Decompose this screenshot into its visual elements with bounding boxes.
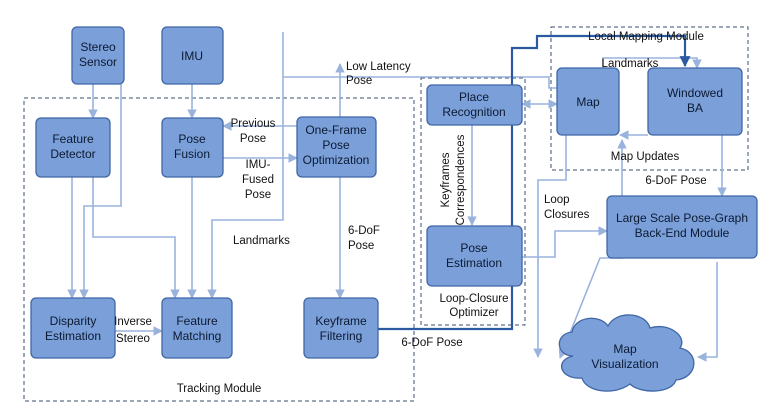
pose-fusion-label-line2: Fusion bbox=[174, 147, 210, 161]
imu-node[interactable]: IMU bbox=[161, 26, 224, 85]
imu-fused-pose-label-line3: Pose bbox=[245, 189, 271, 201]
pose-estimation-label-line1: Pose bbox=[460, 241, 488, 255]
local-mapping-module-title: Local Mapping Module bbox=[588, 31, 704, 43]
previous-pose-label-line2: Pose bbox=[240, 133, 266, 145]
tracking-module-region bbox=[23, 97, 415, 402]
landmarks-top-label: Landmarks bbox=[602, 58, 659, 70]
pose-fusion-node[interactable]: Pose Fusion bbox=[161, 117, 224, 178]
local-mapping-module-region bbox=[550, 26, 749, 171]
keyframe-filtering-label-line1: Keyframe bbox=[315, 314, 367, 328]
stereo-sensor-label-line2: Sensor bbox=[79, 55, 117, 69]
place-recognition-node[interactable]: Place Recognition bbox=[426, 84, 523, 126]
six-dof-pose-mid-label-line2: Pose bbox=[348, 240, 374, 252]
loop-closure-optimizer-region bbox=[420, 77, 526, 326]
correspondences-label: Correspondences bbox=[455, 134, 467, 225]
map-updates-label: Map Updates bbox=[611, 151, 680, 163]
place-recognition-label-line1: Place bbox=[459, 90, 489, 104]
low-latency-pose-label-line1: Low Latency bbox=[346, 61, 411, 73]
tracking-module-title: Tracking Module bbox=[177, 383, 262, 395]
stereo-sensor-node[interactable]: Stereo Sensor bbox=[71, 26, 125, 85]
place-recognition-label-line2: Recognition bbox=[442, 105, 505, 119]
inverse-stereo-label-line2: Stereo bbox=[116, 333, 150, 345]
pose-graph-backend-node[interactable]: Large Scale Pose-Graph Back-End Module bbox=[606, 195, 758, 259]
keyframe-filtering-label-line2: Filtering bbox=[320, 329, 363, 343]
feature-detector-node[interactable]: Feature Detector bbox=[35, 117, 111, 178]
feature-detector-label-line2: Detector bbox=[50, 147, 95, 161]
loop-closure-optimizer-title-line2: Optimizer bbox=[449, 307, 498, 319]
pose-graph-backend-label-line2: Back-End Module bbox=[635, 226, 730, 240]
six-dof-pose-mid-label-line1: 6-DoF bbox=[348, 225, 380, 237]
previous-pose-label-line1: Previous bbox=[231, 118, 276, 130]
map-visualization-label-line2: Visualization bbox=[591, 357, 658, 371]
map-node[interactable]: Map bbox=[556, 67, 620, 136]
edges bbox=[67, 32, 727, 362]
keyframe-filtering-node[interactable]: Keyframe Filtering bbox=[303, 297, 379, 359]
inverse-stereo-label-line1: Inverse bbox=[114, 316, 152, 328]
windowed-ba-node[interactable]: Windowed BA bbox=[647, 67, 743, 136]
six-dof-pose-bottom-label: 6-DoF Pose bbox=[401, 337, 462, 349]
map-visualization-cloud-node[interactable]: Map Visualization bbox=[558, 314, 695, 392]
one-frame-pose-optimization-label-line1: One-Frame bbox=[305, 123, 367, 137]
feature-detector-label-line1: Feature bbox=[52, 132, 94, 146]
disparity-estimation-node[interactable]: Disparity Estimation bbox=[30, 297, 116, 359]
landmarks-left-label: Landmarks bbox=[233, 235, 290, 247]
six-dof-pose-stream-edge bbox=[378, 34, 691, 331]
one-frame-pose-optimization-label-line3: Optimization bbox=[303, 153, 370, 167]
disparity-estimation-label-line1: Disparity bbox=[50, 314, 97, 328]
keyframes-label: Keyframes bbox=[440, 152, 452, 207]
feature-matching-node[interactable]: Feature Matching bbox=[161, 297, 233, 359]
pose-graph-backend-label-line1: Large Scale Pose-Graph bbox=[616, 211, 748, 225]
loop-closures-label-line1: Loop bbox=[544, 194, 570, 206]
pose-estimation-node[interactable]: Pose Estimation bbox=[426, 225, 523, 287]
loop-closure-optimizer-title-line1: Loop-Closure bbox=[439, 293, 508, 305]
one-frame-pose-optimization-label-line2: Pose bbox=[322, 138, 350, 152]
imu-fused-pose-label-line1: IMU- bbox=[246, 159, 271, 171]
pose-fusion-label-line1: Pose bbox=[178, 132, 206, 146]
windowed-ba-label-line1: Windowed bbox=[667, 86, 723, 100]
disparity-estimation-label-line2: Estimation bbox=[45, 329, 101, 343]
imu-fused-pose-label-line2: Fused bbox=[242, 174, 274, 186]
windowed-ba-label-line2: BA bbox=[687, 101, 703, 115]
map-visualization-label-line1: Map bbox=[613, 342, 637, 356]
low-latency-pose-label-line2: Pose bbox=[346, 75, 372, 87]
map-label: Map bbox=[576, 95, 600, 109]
one-frame-pose-optimization-node[interactable]: One-Frame Pose Optimization bbox=[296, 116, 377, 178]
feature-matching-label-line1: Feature bbox=[176, 314, 218, 328]
stereo-sensor-label-line1: Stereo bbox=[80, 40, 116, 54]
feature-matching-label-line2: Matching bbox=[173, 329, 222, 343]
imu-label: IMU bbox=[181, 49, 203, 63]
loop-closures-label-line2: Closures bbox=[544, 209, 590, 221]
six-dof-pose-right-label: 6-DoF Pose bbox=[645, 175, 706, 187]
pose-estimation-label-line2: Estimation bbox=[446, 256, 502, 270]
